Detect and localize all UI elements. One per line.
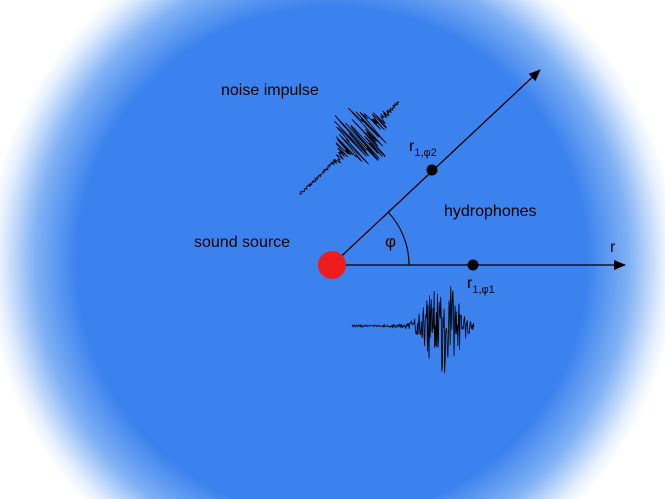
hydrophone-dot-2 bbox=[426, 164, 438, 176]
receiver-1-subscript: 1,φ1 bbox=[472, 284, 494, 296]
hydrophone-dot-1 bbox=[467, 259, 479, 271]
radial-axis-label: r bbox=[610, 239, 616, 256]
receiver-1-label: r1,φ1 bbox=[467, 275, 495, 296]
angle-label: φ bbox=[385, 232, 396, 251]
receiver-1-main: r bbox=[467, 275, 473, 292]
sound-source-label: sound source bbox=[194, 234, 290, 251]
receiver-2-subscript: 1,φ2 bbox=[414, 147, 436, 159]
noise-impulse-label: noise impulse bbox=[221, 82, 319, 99]
receiver-2-main: r bbox=[409, 138, 415, 155]
receiver-2-label: r1,φ2 bbox=[409, 138, 437, 159]
sound-source-dot bbox=[318, 251, 346, 279]
hydrophones-label: hydrophones bbox=[444, 203, 537, 220]
noise-impulse-waveform-lower bbox=[351, 286, 475, 374]
noise-impulse-waveform-upper bbox=[299, 100, 400, 195]
angle-arc bbox=[387, 211, 410, 266]
